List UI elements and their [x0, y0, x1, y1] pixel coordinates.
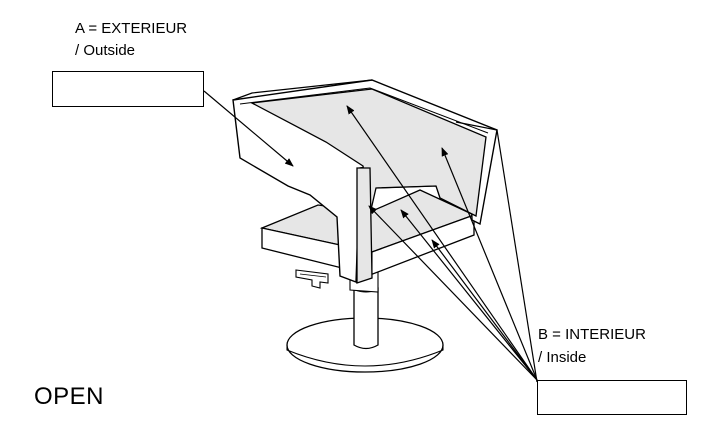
swatch-b-interior[interactable] — [537, 380, 687, 415]
mode-label: OPEN — [34, 383, 105, 410]
label-b-code: B = INTERIEUR — [538, 326, 646, 343]
label-b-subtitle: / Inside — [538, 349, 587, 366]
label-a-code: A = EXTERIEUR — [75, 20, 188, 37]
swatch-a-exterior[interactable] — [52, 71, 204, 107]
chair-pedestal — [353, 283, 379, 350]
leader-a — [203, 90, 294, 167]
chair-lever — [295, 269, 329, 289]
chair-armrest — [356, 167, 373, 284]
label-a-subtitle: / Outside — [75, 42, 136, 59]
leaders-b — [346, 105, 538, 383]
